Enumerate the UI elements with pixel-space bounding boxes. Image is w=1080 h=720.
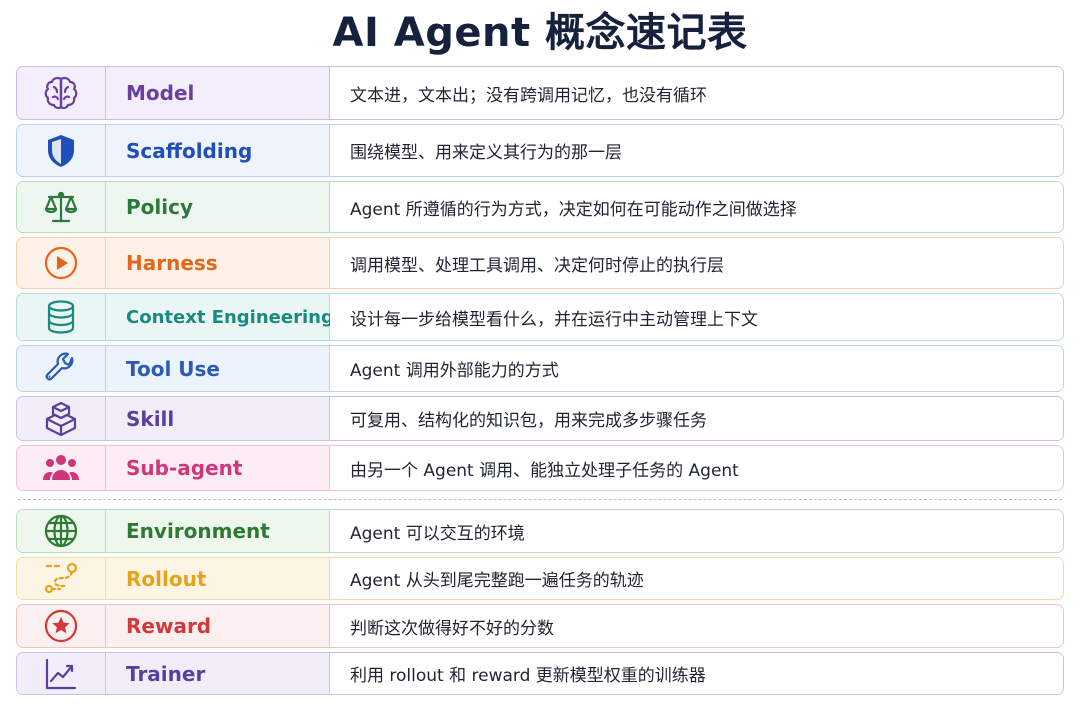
section-divider <box>18 499 1062 500</box>
concept-description: 由另一个 Agent 调用、能独立处理子任务的 Agent <box>330 446 1063 490</box>
route-icon <box>17 558 106 599</box>
chart-up-icon <box>17 653 106 694</box>
people-icon <box>17 446 106 490</box>
scales-icon <box>17 182 106 232</box>
concept-description: 设计每一步给模型看什么，并在运行中主动管理上下文 <box>330 294 1063 340</box>
concept-description: 利用 rollout 和 reward 更新模型权重的训练器 <box>330 653 1063 694</box>
concept-term: Harness <box>106 238 330 288</box>
concept-description: 判断这次做得好不好的分数 <box>330 605 1063 647</box>
concept-term: Model <box>106 67 330 119</box>
shield-icon <box>17 125 106 176</box>
concept-description: 围绕模型、用来定义其行为的那一层 <box>330 125 1063 176</box>
concept-term: Rollout <box>106 558 330 599</box>
concept-description: Agent 可以交互的环境 <box>330 510 1063 552</box>
concept-description: Agent 所遵循的行为方式，决定如何在可能动作之间做选择 <box>330 182 1063 232</box>
concept-term: Trainer <box>106 653 330 694</box>
concept-description: 调用模型、处理工具调用、决定何时停止的执行层 <box>330 238 1063 288</box>
concept-term: Policy <box>106 182 330 232</box>
database-icon <box>17 294 106 340</box>
concept-term: Tool Use <box>106 346 330 391</box>
globe-icon <box>17 510 106 552</box>
brain-icon <box>17 67 106 119</box>
concept-term: Scaffolding <box>106 125 330 176</box>
boxes-icon <box>17 397 106 440</box>
concept-description: 文本进，文本出；没有跨调用记忆，也没有循环 <box>330 67 1063 119</box>
concept-term: Sub-agent <box>106 446 330 490</box>
wrench-icon <box>17 346 106 391</box>
play-icon <box>17 238 106 288</box>
concept-term: Reward <box>106 605 330 647</box>
concept-description: 可复用、结构化的知识包，用来完成多步骤任务 <box>330 397 1063 440</box>
concept-description: Agent 从头到尾完整跑一遍任务的轨迹 <box>330 558 1063 599</box>
concept-term: Skill <box>106 397 330 440</box>
concept-description: Agent 调用外部能力的方式 <box>330 346 1063 391</box>
page-title: AI Agent 概念速记表 <box>332 10 748 56</box>
star-badge-icon <box>17 605 106 647</box>
concept-term: Context Engineering <box>106 294 334 340</box>
concept-term: Environment <box>106 510 330 552</box>
